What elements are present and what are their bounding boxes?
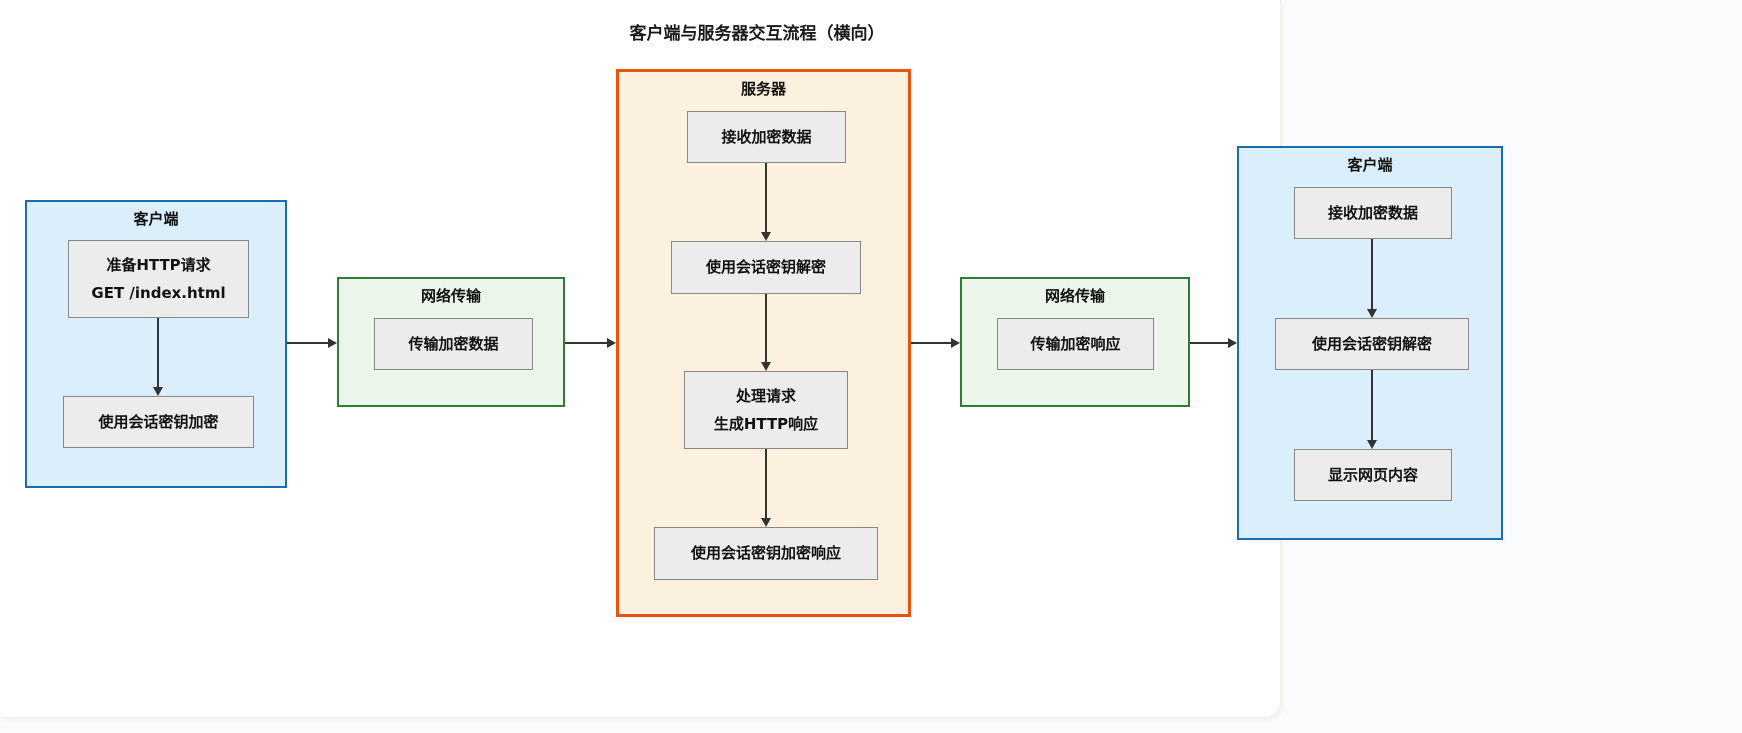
node-line: 使用会话密钥解密 bbox=[705, 258, 826, 277]
node-line: 传输加密响应 bbox=[1030, 334, 1121, 353]
node-transmit-encrypted-data: 传输加密数据 bbox=[374, 318, 533, 370]
container-label: 客户端 bbox=[1347, 156, 1393, 174]
container-label: 网络传输 bbox=[420, 287, 481, 305]
node-encrypt-with-session-key: 使用会话密钥加密 bbox=[63, 396, 254, 448]
arrow-receive-to-decrypt-client bbox=[1367, 239, 1377, 318]
node-decrypt-with-session-key-client: 使用会话密钥解密 bbox=[1275, 318, 1469, 370]
node-line: 处理请求 bbox=[735, 386, 796, 405]
arrow-decrypt-to-display bbox=[1367, 370, 1377, 449]
diagram-title: 客户端与服务器交互流程（横向） bbox=[629, 24, 885, 44]
node-line: 准备HTTP请求 bbox=[106, 255, 211, 274]
node-encrypt-response-with-session-key: 使用会话密钥加密响应 bbox=[654, 527, 878, 580]
container-client-left: 客户端 准备HTTP请求 GET /index.html 使用会话密钥加密 bbox=[25, 200, 287, 488]
node-display-web-content: 显示网页内容 bbox=[1294, 449, 1452, 501]
arrow-decrypt-to-process bbox=[761, 294, 771, 371]
node-line: 接收加密数据 bbox=[721, 127, 812, 146]
node-line: 传输加密数据 bbox=[408, 334, 499, 353]
node-process-request: 处理请求 生成HTTP响应 bbox=[684, 371, 848, 449]
node-line: 显示网页内容 bbox=[1327, 465, 1418, 484]
arrow-network2-to-client bbox=[1190, 338, 1237, 348]
arrow-network1-to-server bbox=[565, 338, 616, 348]
container-label: 服务器 bbox=[740, 80, 786, 98]
node-line: 使用会话密钥解密 bbox=[1311, 334, 1432, 353]
node-receive-encrypted-data: 接收加密数据 bbox=[687, 111, 846, 163]
node-decrypt-with-session-key: 使用会话密钥解密 bbox=[671, 241, 861, 294]
container-server: 服务器 接收加密数据 使用会话密钥解密 处理请求 生成HTTP响应 使用会话密钥… bbox=[616, 69, 911, 617]
node-prepare-http-request: 准备HTTP请求 GET /index.html bbox=[68, 240, 249, 318]
container-network-2: 网络传输 传输加密响应 bbox=[960, 277, 1190, 407]
node-receive-encrypted-data-client: 接收加密数据 bbox=[1294, 187, 1452, 239]
container-label: 网络传输 bbox=[1044, 287, 1105, 305]
node-line: 接收加密数据 bbox=[1327, 203, 1418, 222]
node-line: 使用会话密钥加密 bbox=[98, 412, 219, 431]
container-network-1: 网络传输 传输加密数据 bbox=[337, 277, 565, 407]
node-transmit-encrypted-response: 传输加密响应 bbox=[997, 318, 1154, 370]
node-line: 生成HTTP响应 bbox=[713, 415, 819, 433]
arrow-server-to-network2 bbox=[911, 338, 960, 348]
arrow-client-to-network1 bbox=[287, 338, 337, 348]
container-label: 客户端 bbox=[133, 210, 179, 228]
arrow-process-to-encrypt-response bbox=[761, 449, 771, 527]
node-line: 使用会话密钥加密响应 bbox=[690, 544, 841, 563]
arrow-prepare-to-encrypt bbox=[153, 318, 163, 396]
container-client-right: 客户端 接收加密数据 使用会话密钥解密 显示网页内容 bbox=[1237, 146, 1503, 540]
node-line: GET /index.html bbox=[91, 284, 226, 302]
arrow-receive-to-decrypt bbox=[761, 163, 771, 241]
